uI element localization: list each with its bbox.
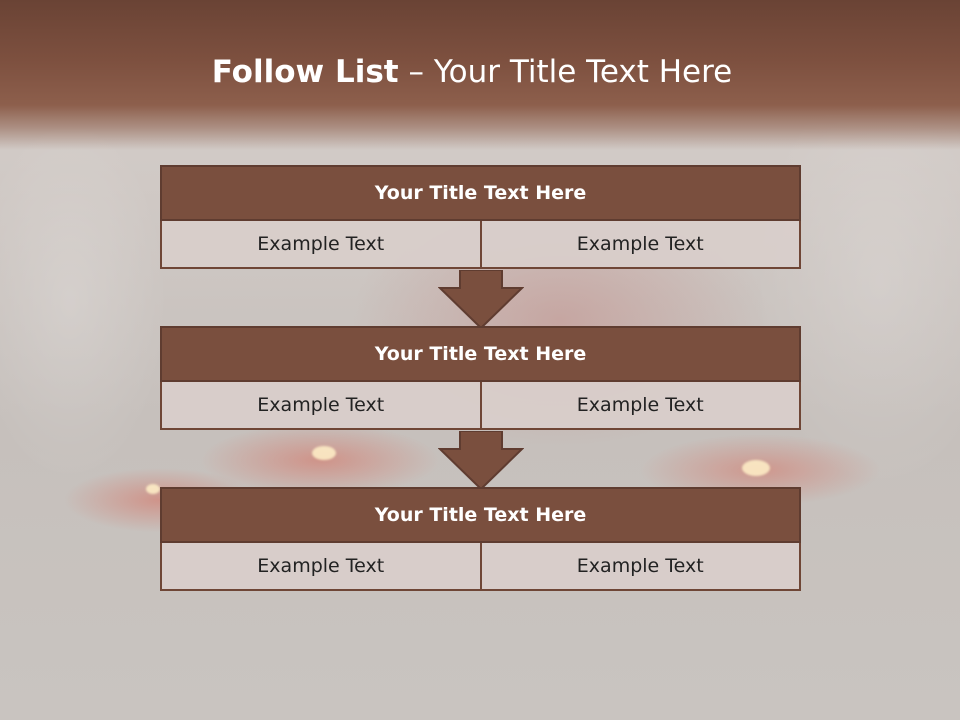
candle-glow (146, 484, 160, 494)
step-cell-right: Example Text (481, 543, 801, 591)
step-cell-right: Example Text (481, 221, 801, 269)
step-row: Example Text Example Text (160, 543, 801, 591)
step-cell-left: Example Text (160, 382, 482, 430)
step-cell-left: Example Text (160, 221, 482, 269)
down-arrow-icon (438, 270, 524, 330)
step-title: Your Title Text Here (160, 487, 801, 543)
title-rest: Your Title Text Here (433, 54, 733, 90)
title-bold: Follow List (211, 54, 399, 90)
step-title: Your Title Text Here (160, 165, 801, 221)
step-cell-right: Example Text (481, 382, 801, 430)
down-arrow-icon (438, 431, 524, 491)
step-title: Your Title Text Here (160, 326, 801, 382)
step-row: Example Text Example Text (160, 382, 801, 430)
step-block-2: Your Title Text Here Example Text Exampl… (160, 326, 801, 430)
title-separator: – (398, 54, 434, 90)
step-block-3: Your Title Text Here Example Text Exampl… (160, 487, 801, 591)
title-band (0, 0, 960, 150)
step-block-1: Your Title Text Here Example Text Exampl… (160, 165, 801, 269)
slide-title: Follow List – Your Title Text Here (0, 54, 944, 90)
step-cell-left: Example Text (160, 543, 482, 591)
step-row: Example Text Example Text (160, 221, 801, 269)
candle-glow (742, 460, 770, 476)
candle-glow (312, 446, 336, 460)
